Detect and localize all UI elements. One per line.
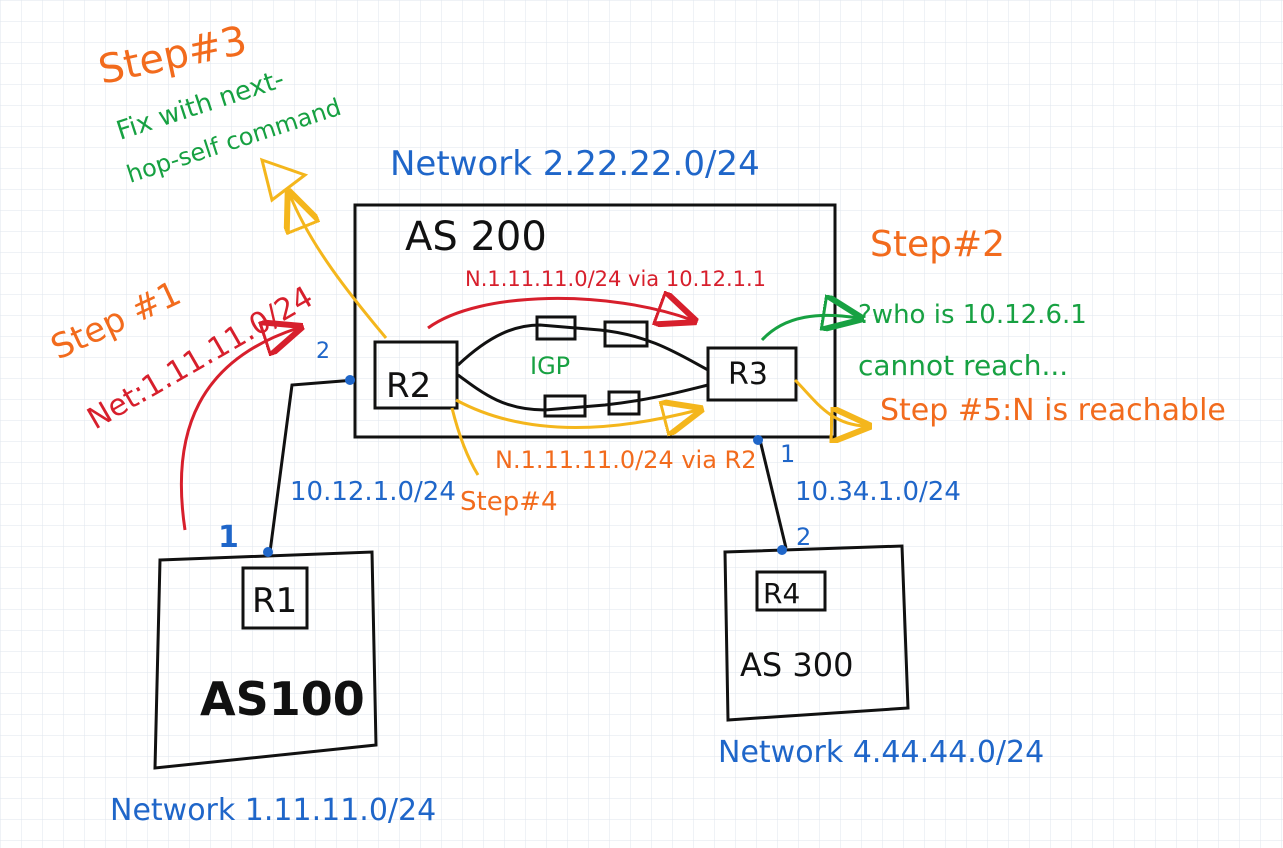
r4-interface-label: 2 xyxy=(796,523,811,551)
r4-box xyxy=(755,570,827,612)
as200-network-label: Network 2.22.22.0/24 xyxy=(390,144,760,184)
step4-label: Step#4 xyxy=(460,487,558,517)
r4-interface-dot xyxy=(777,545,787,555)
igp-router-4 xyxy=(607,390,641,416)
route-red-arrow xyxy=(427,298,692,330)
as200-label: AS 200 xyxy=(405,214,547,260)
step1-arrow xyxy=(179,328,298,531)
step5-label: Step #5:N is reachable xyxy=(880,393,1226,428)
r4-label: R4 xyxy=(763,577,800,610)
route-yellow-arrow xyxy=(455,400,698,428)
r3-label: R3 xyxy=(728,357,768,392)
as300-box xyxy=(723,544,910,722)
step4-pointer xyxy=(450,407,480,476)
step3-arrow xyxy=(290,195,388,339)
warning-triangle-icon xyxy=(259,157,309,203)
step2-arrow xyxy=(760,315,858,342)
step2-line1: ?who is 10.12.6.1 xyxy=(858,300,1087,330)
igp-router-3 xyxy=(543,394,587,418)
r1-label: R1 xyxy=(252,581,297,621)
step5-arrow xyxy=(793,378,866,426)
igp-router-1 xyxy=(535,315,577,341)
link-r3-r4-label: 10.34.1.0/24 xyxy=(795,477,961,507)
r2-label: R2 xyxy=(386,366,431,406)
step2-title: Step#2 xyxy=(870,224,1005,265)
r1-interface-dot xyxy=(263,547,273,557)
as100-network-label: Network 1.11.11.0/24 xyxy=(110,793,436,828)
r2-interface-dot xyxy=(345,375,355,385)
as300-label: AS 300 xyxy=(740,646,853,684)
r2-box xyxy=(373,340,459,410)
link-r1-r2 xyxy=(268,378,356,553)
link-r1-r2-label: 10.12.1.0/24 xyxy=(290,477,456,507)
as300-network-label: Network 4.44.44.0/24 xyxy=(718,735,1044,770)
r1-interface-label: 1 xyxy=(218,520,239,555)
r3-interface-label: 1 xyxy=(780,440,795,468)
r2-interface-label: 2 xyxy=(316,339,330,364)
igp-upper-path xyxy=(456,323,709,372)
igp-label: IGP xyxy=(530,352,570,380)
link-r3-r4 xyxy=(758,439,788,549)
igp-router-2 xyxy=(603,320,649,348)
route-red-label: N.1.11.11.0/24 via 10.12.1.1 xyxy=(465,267,766,291)
route-orange-label: N.1.11.11.0/24 via R2 xyxy=(495,446,757,474)
as100-box xyxy=(153,550,378,770)
as100-label: AS100 xyxy=(200,672,365,726)
r3-interface-dot xyxy=(753,435,763,445)
r3-box xyxy=(706,346,798,402)
igp-lower-path xyxy=(457,373,709,412)
step2-line2: cannot reach... xyxy=(858,349,1068,382)
r1-box xyxy=(241,566,309,630)
